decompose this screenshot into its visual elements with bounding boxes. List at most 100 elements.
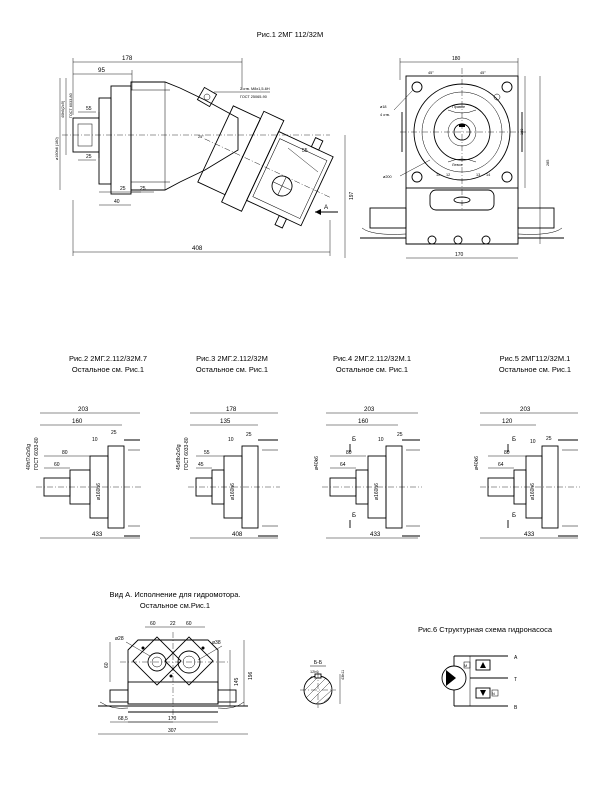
fig5-sub: Остальное см. Рис.1 bbox=[499, 365, 571, 374]
dim-40: 40 bbox=[114, 199, 120, 205]
fig3-variant: Рис.3 2МГ.2.112/32М Остальное см. Рис.1 … bbox=[176, 354, 280, 539]
view-a-label: А bbox=[324, 204, 329, 211]
section-b: Б-Б 12h9 43h11 bbox=[300, 660, 345, 708]
viewa-60v: 60 bbox=[104, 662, 110, 668]
section-b-title: Б-Б bbox=[314, 660, 323, 666]
fig2-60: 60 bbox=[54, 462, 60, 468]
fig4-bore: ø160h6 bbox=[374, 483, 380, 500]
dim-55: 55 bbox=[86, 106, 92, 112]
shaft-dim: 40h6(2х9) bbox=[61, 100, 65, 118]
dim-25b: 25 bbox=[120, 186, 126, 192]
fig6-title: Рис.6 Структурная схема гидронасоса bbox=[418, 625, 553, 634]
fig3-10: 10 bbox=[228, 437, 234, 443]
fig4-secB1: Б bbox=[352, 436, 356, 443]
fig3-gost: ГОСТ 6033-80 bbox=[184, 437, 190, 470]
fig6-schematic: Рис.6 Структурная схема гидронасоса М N … bbox=[418, 625, 553, 711]
viewa-title: Вид А. Исполнение для гидромотора. bbox=[110, 590, 241, 599]
fig3-55: 55 bbox=[204, 450, 210, 456]
fig5-secB2: Б bbox=[512, 512, 516, 519]
fig1-main-view: Рис.1 2МГ 112/32М 178 95 55 25 2 отв. М8… bbox=[55, 30, 355, 258]
port-12: 12 bbox=[446, 173, 450, 177]
fig5-title: Рис.5 2МГ112/32М.1 bbox=[500, 354, 571, 363]
dim-178: 178 bbox=[122, 55, 133, 62]
dim-170: 170 bbox=[455, 252, 464, 258]
dim-95: 95 bbox=[98, 67, 105, 74]
dim-d18: ø18 bbox=[380, 105, 387, 109]
fig2-433: 433 bbox=[92, 531, 103, 538]
fig1-end-view: 180 45° 45° Правое Левое ø18 4 отв. ø200… bbox=[360, 56, 564, 259]
fig2-10: 10 bbox=[92, 437, 98, 443]
fig2-title: Рис.2 2МГ.2.112/32М.7 bbox=[69, 354, 147, 363]
fig3-135: 135 bbox=[220, 418, 231, 425]
gost-note: ГОСТ 25065-90 bbox=[240, 95, 267, 99]
fig3-bore: ø160h6 bbox=[230, 483, 236, 500]
fig6-M: М bbox=[464, 664, 467, 668]
fig4-10: 10 bbox=[378, 437, 384, 443]
holes-4: 4 отв. bbox=[380, 113, 390, 117]
fig4-64: 64 bbox=[340, 462, 346, 468]
port-11: 11 bbox=[436, 173, 440, 177]
dim-197: 197 bbox=[349, 191, 355, 200]
section-b-k2: 43h11 bbox=[341, 670, 345, 680]
fig5-80: 80 bbox=[504, 450, 510, 456]
viewa-sub: Остальное см.Рис.1 bbox=[140, 601, 210, 610]
viewa-170: 170 bbox=[168, 716, 177, 722]
section-b-k1: 12h9 bbox=[310, 670, 318, 674]
port-13: 13 bbox=[476, 173, 480, 177]
fig4-title: Рис.4 2МГ.2.112/32М.1 bbox=[333, 354, 411, 363]
fig6-B: В bbox=[514, 705, 518, 711]
fig4-160: 160 bbox=[358, 418, 369, 425]
fig5-secB1: Б bbox=[512, 436, 516, 443]
viewa-60a: 60 bbox=[150, 621, 156, 627]
dim-25a: 25 bbox=[86, 154, 92, 160]
angle-label: 25° bbox=[198, 135, 204, 139]
dim-d200: ø200 bbox=[383, 175, 392, 179]
fig2-variant: Рис.2 2МГ.2.112/32М.7 Остальное см. Рис.… bbox=[26, 354, 147, 539]
fig3-shaft: 45xf8x2x9g bbox=[176, 444, 182, 470]
fig6-N: N bbox=[492, 692, 495, 696]
fig2-bore: ø160h6 bbox=[96, 483, 102, 500]
viewa-307: 307 bbox=[168, 728, 177, 734]
fig3-25: 25 bbox=[246, 432, 252, 438]
fig5-25: 25 bbox=[546, 436, 552, 442]
fig5-variant: Рис.5 2МГ112/32М.1 Остальное см. Рис.1 2… bbox=[474, 354, 580, 539]
fig3-sub: Остальное см. Рис.1 bbox=[196, 365, 268, 374]
fig3-45: 45 bbox=[198, 462, 204, 468]
label-right: Правое bbox=[452, 105, 465, 109]
fig4-80: 80 bbox=[346, 450, 352, 456]
fig5-shaft: ø40k6 bbox=[474, 456, 480, 470]
dim-25c: 25 bbox=[140, 186, 146, 192]
fig4-shaft: ø40k6 bbox=[314, 456, 320, 470]
fig3-178: 178 bbox=[226, 406, 237, 413]
fig4-variant: Рис.4 2МГ.2.112/32М.1 Остальное см. Рис.… bbox=[314, 354, 422, 539]
fig4-25: 25 bbox=[397, 432, 403, 438]
angle-45a: 45° bbox=[428, 71, 434, 75]
view-a: Вид А. Исполнение для гидромотора. Остал… bbox=[98, 590, 254, 735]
dim-408: 408 bbox=[192, 245, 203, 252]
thread-note: 2 отв. М8х1,5-6Н bbox=[240, 87, 270, 91]
bore-dim: ø160h6 (180) bbox=[55, 136, 59, 160]
fig4-sub: Остальное см. Рис.1 bbox=[336, 365, 408, 374]
fig2-sub: Остальное см. Рис.1 bbox=[72, 365, 144, 374]
angle-45b: 45° bbox=[480, 71, 486, 75]
fig5-bore: ø160h6 bbox=[530, 483, 536, 500]
dim-55b: 55 bbox=[302, 148, 308, 154]
viewa-145: 145 bbox=[234, 677, 240, 686]
fig3-408: 408 bbox=[232, 531, 243, 538]
fig6-A: А bbox=[514, 655, 518, 661]
dim-180: 180 bbox=[452, 56, 461, 62]
viewa-22: 22 bbox=[170, 621, 176, 627]
viewa-d38: ø38 bbox=[212, 640, 221, 646]
fig5-433: 433 bbox=[524, 531, 535, 538]
fig5-64: 64 bbox=[498, 462, 504, 468]
fig5-120: 120 bbox=[502, 418, 513, 425]
fig2-160: 160 bbox=[72, 418, 83, 425]
viewa-60b: 60 bbox=[186, 621, 192, 627]
fig5-10: 10 bbox=[530, 439, 536, 445]
fig4-433: 433 bbox=[370, 531, 381, 538]
viewa-d28: ø28 bbox=[115, 636, 124, 642]
viewa-685: 68,5 bbox=[118, 716, 128, 722]
fig2-80: 80 bbox=[62, 450, 68, 456]
port-14: 14 bbox=[486, 173, 490, 177]
fig6-T: Т bbox=[514, 677, 517, 683]
